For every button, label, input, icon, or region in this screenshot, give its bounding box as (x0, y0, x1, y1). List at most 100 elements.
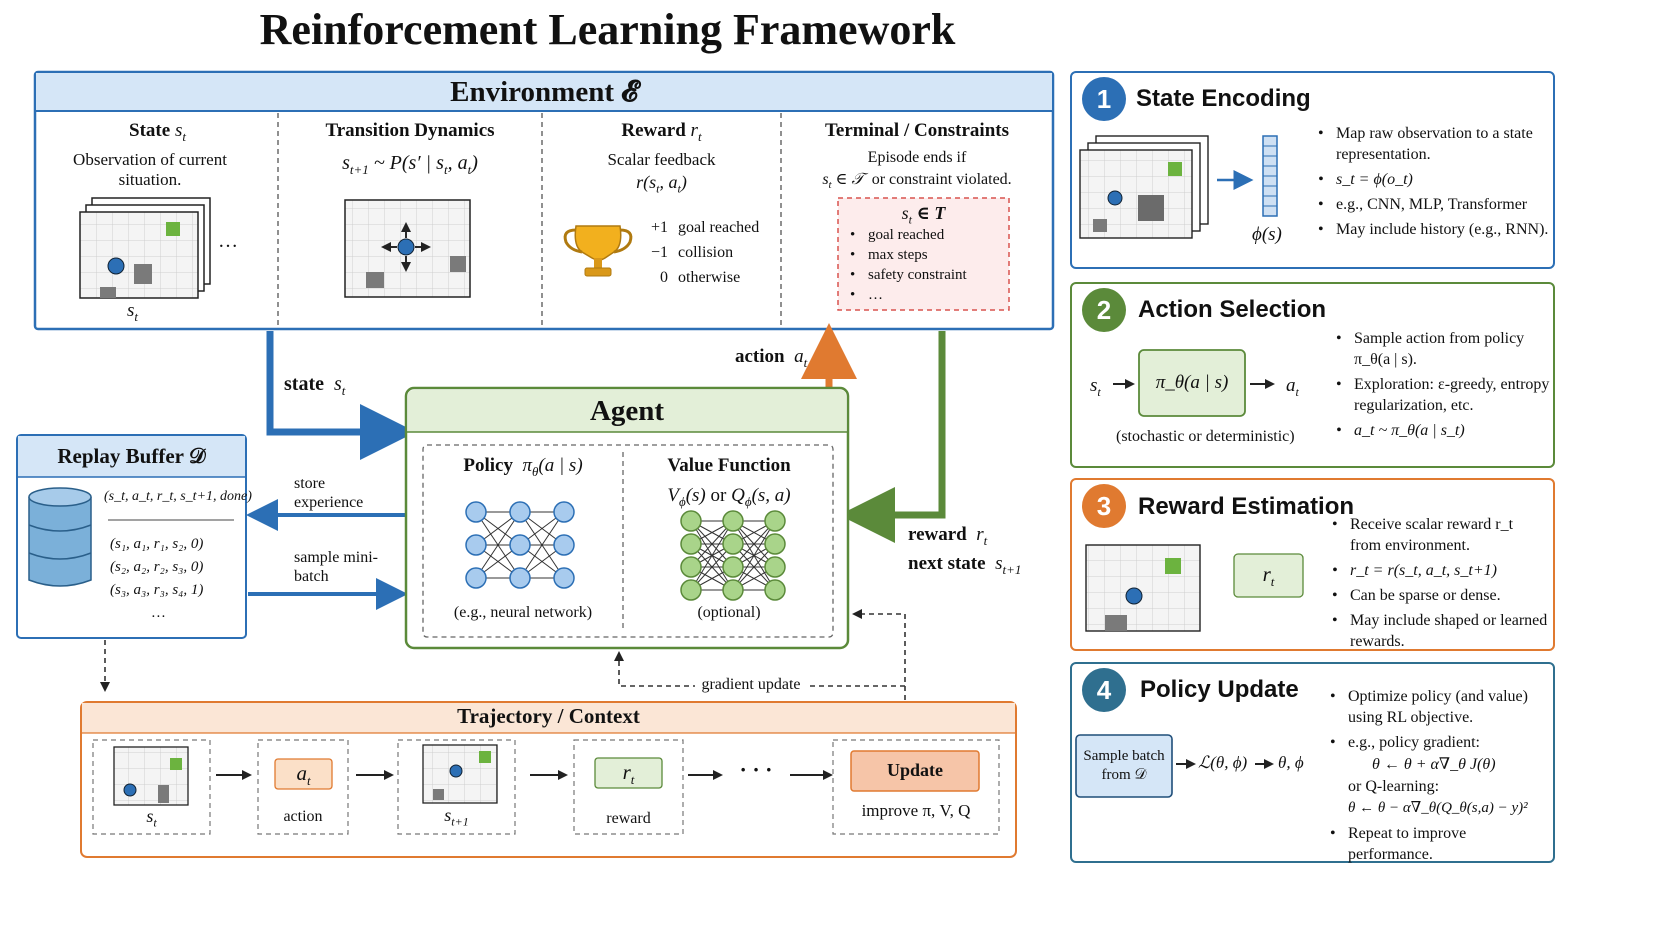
step2-output: at (1286, 375, 1299, 399)
formula-line: or Q-learning: (1348, 778, 1440, 795)
environment-title: Environment 𝓔 (450, 76, 638, 108)
action-arrow-label: action at (735, 346, 808, 370)
state-description: Observation of current situation. (73, 150, 227, 189)
step2-bullets: Sample action from policy π_θ(a | s). Ex… (1330, 328, 1550, 445)
list-item: e.g., CNN, MLP, Transformer (1312, 194, 1552, 215)
reward-heading: Reward rt (621, 120, 702, 144)
list-item: May include shaped or learned rewards. (1326, 610, 1548, 652)
trophy-icon (563, 225, 633, 277)
network-node (722, 510, 744, 532)
network-node (680, 510, 702, 532)
feature-vector-icon (1262, 135, 1278, 217)
terminal-desc2: st ∈ 𝒯 or constraint violated. (822, 171, 1012, 192)
state-ellipsis: … (218, 230, 238, 252)
network-node (680, 556, 702, 578)
network-node (553, 534, 575, 556)
trajectory-next-state-caption: st+1 (444, 805, 469, 829)
network-node (553, 567, 575, 589)
replay-buffer-rows: (s₁, a₁, r₁, s₂, 0) (s₂, a₂, r₂, s₃, 0) … (110, 533, 203, 625)
step2-caption: (stochastic or deterministic) (1116, 428, 1295, 445)
step3-title: Reward Estimation (1138, 493, 1355, 520)
gradient-to-policy-arrow (614, 651, 905, 687)
state-caption: st (127, 300, 139, 324)
network-node (764, 510, 786, 532)
step3-reward-box: rt (1262, 562, 1275, 590)
list-item: a_t ~ π_θ(a | s_t) (1330, 420, 1550, 441)
state-grid-stack (79, 197, 211, 299)
network-edge (519, 511, 565, 579)
network-node (509, 501, 531, 523)
network-node (764, 533, 786, 555)
table-row: (s₁, a₁, r₁, s₂, 0) (110, 536, 204, 552)
list-item: goal reached (844, 227, 967, 243)
step4-loss: ℒ(θ, ϕ) (1198, 753, 1248, 772)
list-item: Repeat to improve performance. (1324, 823, 1552, 865)
state-arrow (266, 331, 416, 460)
network-node (509, 567, 531, 589)
gradient-update-label: gradient update (701, 676, 801, 693)
list-item: e.g., policy gradient: (1324, 732, 1552, 753)
step1-bullets: Map raw observation to a state represent… (1312, 123, 1552, 244)
replay-buffer-header: (s_t, a_t, r_t, s_t+1, done) (104, 489, 252, 504)
formula-line: θ ← θ + α∇_θ J(θ) (1372, 756, 1496, 773)
list-item: r_t = r(s_t, a_t, s_t+1) (1326, 560, 1548, 581)
transition-grid (344, 199, 471, 298)
list-item: Map raw observation to a state represent… (1312, 123, 1552, 165)
network-node (722, 533, 744, 555)
page-title: Reinforcement Learning Framework (259, 5, 956, 54)
list-item: Sample action from policy π_θ(a | s). (1330, 328, 1550, 370)
sample-minibatch-label: sample mini-batch (294, 549, 378, 585)
store-experience-label: store experience (294, 475, 364, 511)
step4-batch-box: Sample batch from 𝒟 (1083, 748, 1165, 783)
trajectory-action-box: at (296, 761, 311, 789)
replay-buffer-title: Replay Buffer 𝒟 (57, 444, 206, 468)
network-node (722, 579, 744, 601)
value-formula: Vϕ(s) or Qϕ(s, a) (667, 485, 791, 509)
trajectory-box (80, 701, 1017, 858)
list-item: Receive scalar reward r_t from environme… (1326, 514, 1548, 556)
step1-title: State Encoding (1136, 85, 1311, 112)
state-heading: State st (129, 120, 186, 144)
trajectory-reward-caption: reward (606, 810, 651, 827)
list-item: May include history (e.g., RNN). (1312, 219, 1552, 240)
trajectory-title: Trajectory / Context (457, 704, 640, 728)
transition-formula: st+1 ~ P(s′ | st, at) (342, 152, 478, 177)
step4-bullets: Optimize policy (and value) using RL obj… (1324, 686, 1552, 869)
update-button: Update (886, 760, 943, 780)
terminal-heading: Terminal / Constraints (824, 120, 1010, 141)
network-edge (690, 520, 734, 591)
terminal-conditions-list: goal reached max steps safety constraint… (844, 227, 967, 307)
list-item: Can be sparse or dense. (1326, 585, 1548, 606)
value-heading: Value Function (667, 455, 791, 476)
network-node (465, 534, 487, 556)
step2-policy-box: π_θ(a | s) (1155, 372, 1229, 393)
network-node (764, 579, 786, 601)
transition-heading: Transition Dynamics (325, 120, 495, 141)
trajectory-ellipsis: · · · (739, 757, 773, 782)
table-row: (s₂, a₂, r₂, s₃, 0) (110, 559, 204, 575)
step1-number: 1 (1082, 77, 1126, 121)
terminal-desc1: Episode ends if (867, 149, 967, 166)
step3-number: 3 (1082, 484, 1126, 528)
network-node (553, 501, 575, 523)
policy-heading: Policy πθ(a | s) (463, 455, 583, 479)
network-node (722, 556, 744, 578)
reward-function: r(st, at) (636, 172, 687, 196)
network-node (465, 567, 487, 589)
step2-input: st (1090, 375, 1101, 399)
trajectory-state-caption: st (146, 806, 157, 830)
update-caption: improve π, V, Q (861, 801, 971, 820)
list-item: Exploration: ε-greedy, entropy regulariz… (1330, 374, 1550, 416)
list-item: s_t = ϕ(o_t) (1312, 169, 1552, 190)
step3-bullets: Receive scalar reward r_t from environme… (1326, 514, 1548, 656)
reward-arrow-label: reward rt (908, 524, 988, 548)
network-node (465, 501, 487, 523)
formula-line: θ ← θ − α∇_θ(Q_θ(s,a) − y)² (1348, 800, 1528, 816)
agent-title: Agent (589, 395, 665, 427)
step1-phi-label: ϕ(s) (1252, 224, 1282, 245)
list-item: … (844, 287, 967, 303)
next-state-label: next state st+1 (908, 553, 1022, 577)
network-node (680, 533, 702, 555)
list-item: Optimize policy (and value) using RL obj… (1324, 686, 1552, 728)
